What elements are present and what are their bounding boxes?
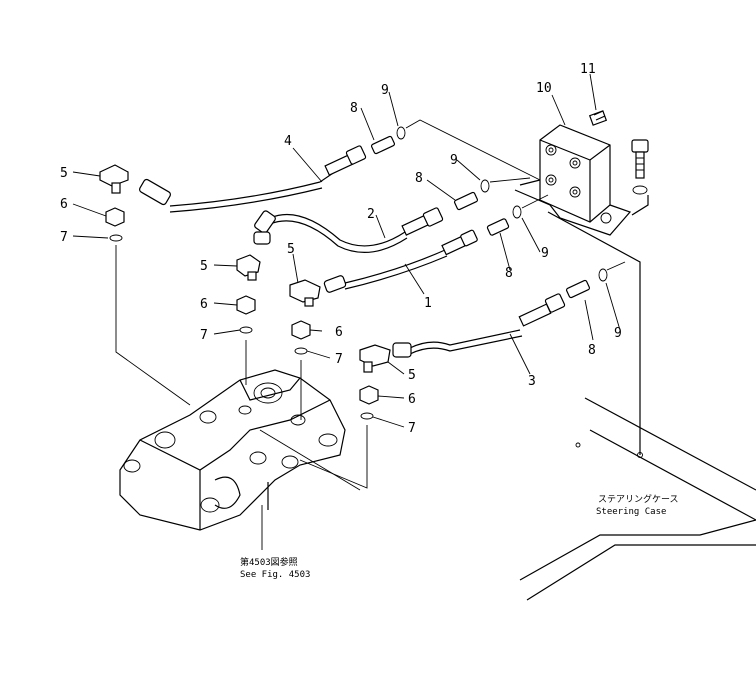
callout-8-b: 8: [415, 171, 423, 186]
notes: ステアリングケース Steering Case 第4503図参照 See Fig…: [240, 493, 679, 580]
fitting-8-b: [453, 191, 479, 211]
nut-6-left: [105, 207, 125, 227]
assembly-lines: [115, 119, 626, 491]
o-ring-9-c: [512, 205, 522, 219]
see-fig-label-en: See Fig. 4503: [240, 570, 310, 580]
callout-7-a: 7: [60, 230, 68, 245]
callout-2: 2: [367, 207, 375, 222]
o-ring-9-d: [598, 268, 608, 282]
callout-1: 1: [424, 296, 432, 311]
callout-8-c: 8: [505, 266, 513, 281]
elbow-5-center: [289, 279, 321, 307]
o-ring-7-middle: [239, 326, 253, 334]
bolt-11: [588, 110, 608, 126]
callout-5-a: 5: [60, 166, 68, 181]
elbow-5-middle: [236, 254, 261, 281]
nut-6-center: [291, 320, 311, 340]
callout-7-b: 7: [200, 328, 208, 343]
o-ring-7-right: [360, 412, 374, 420]
callout-7-d: 7: [408, 421, 416, 436]
callout-11: 11: [580, 62, 596, 77]
pipe-2: [253, 207, 444, 253]
elbow-5-upper-left: [99, 164, 129, 194]
o-ring-9-b: [480, 179, 490, 193]
callout-6-c: 6: [335, 325, 343, 340]
steering-case-outline: [519, 211, 756, 601]
callout-9-a: 9: [381, 83, 389, 98]
callout-6-b: 6: [200, 297, 208, 312]
pipe-3: [392, 293, 566, 358]
see-fig-label-jp: 第4503図参照: [240, 556, 298, 568]
steering-case-label-jp: ステアリングケース: [598, 493, 679, 505]
callout-9-c: 9: [541, 246, 549, 261]
callouts: 1 2 3 4 5 5 5 5 6 6 6 6 7 7 7 7 8 8 8 8 …: [60, 62, 622, 436]
nut-6-right: [359, 385, 379, 405]
steering-case-label-en: Steering Case: [596, 507, 666, 517]
o-ring-9-a: [396, 126, 406, 140]
callout-5-d: 5: [408, 368, 416, 383]
bracket-block: [514, 124, 632, 236]
valve-body: [119, 369, 346, 531]
pipe-4: [139, 145, 367, 213]
callout-9-b: 9: [450, 153, 458, 168]
o-ring-7-left: [109, 234, 123, 242]
callout-6-d: 6: [408, 392, 416, 407]
fitting-8-c: [486, 218, 510, 236]
nut-6-middle: [236, 295, 256, 315]
callout-8-a: 8: [350, 101, 358, 116]
callout-9-d: 9: [614, 326, 622, 341]
pipe-1: [323, 229, 478, 293]
callout-7-c: 7: [335, 352, 343, 367]
callout-3: 3: [528, 374, 536, 389]
callout-5-c: 5: [287, 242, 295, 257]
fitting-8-a: [370, 135, 396, 155]
callout-8-d: 8: [588, 343, 596, 358]
callout-5-b: 5: [200, 259, 208, 274]
callout-10: 10: [536, 81, 552, 96]
callout-6-a: 6: [60, 197, 68, 212]
o-ring-7-center: [294, 347, 308, 355]
leader-lines: [72, 73, 621, 550]
fitting-8-d: [565, 279, 591, 299]
bracket-bolt: [631, 139, 649, 216]
elbow-5-lower: [359, 344, 391, 373]
callout-4: 4: [284, 134, 292, 149]
